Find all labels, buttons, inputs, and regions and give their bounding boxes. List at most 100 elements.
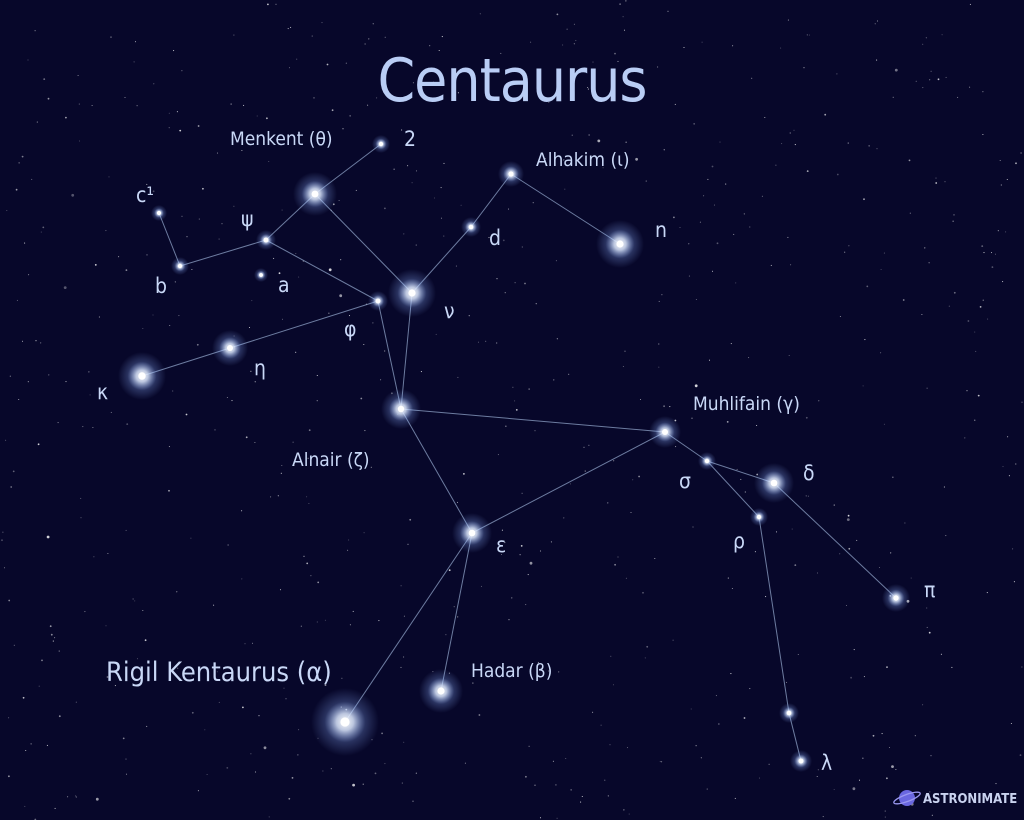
background-star	[808, 34, 810, 36]
background-star	[363, 532, 365, 534]
background-star	[945, 535, 947, 537]
background-star	[583, 446, 585, 448]
background-star	[600, 724, 602, 726]
background-star	[93, 556, 95, 558]
background-star	[477, 341, 480, 343]
background-star	[935, 177, 937, 179]
background-star	[644, 657, 646, 659]
background-star	[768, 763, 770, 765]
background-star	[527, 574, 529, 576]
background-star	[581, 795, 583, 798]
background-star	[693, 123, 695, 125]
background-star	[874, 23, 876, 25]
background-star	[711, 270, 714, 272]
background-star	[995, 783, 997, 785]
background-star	[27, 381, 29, 383]
background-star	[548, 670, 550, 672]
background-star	[521, 246, 523, 248]
background-star	[862, 757, 864, 759]
background-star	[805, 416, 808, 419]
background-star	[880, 352, 882, 354]
background-star	[324, 619, 326, 621]
background-star	[191, 711, 194, 714]
background-star	[886, 777, 888, 780]
background-star	[233, 34, 235, 36]
background-star	[21, 340, 24, 342]
background-star	[479, 13, 481, 15]
background-star	[507, 208, 510, 210]
background-star	[283, 687, 285, 689]
background-star	[58, 715, 61, 718]
background-star	[672, 639, 674, 641]
background-star	[730, 343, 732, 345]
background-star	[316, 374, 318, 377]
background-star	[658, 343, 660, 345]
background-star	[227, 544, 229, 546]
background-star	[535, 303, 537, 305]
background-star	[675, 446, 677, 448]
background-star	[80, 517, 82, 519]
background-star	[991, 266, 994, 268]
line-phi-eta	[229, 300, 379, 349]
line-zeta-gamma	[400, 408, 666, 433]
background-star	[844, 251, 846, 253]
background-star	[935, 182, 938, 184]
background-star	[218, 701, 220, 703]
background-star	[5, 439, 7, 441]
background-star	[622, 365, 624, 368]
background-star	[448, 569, 451, 572]
background-star	[298, 276, 300, 278]
background-star	[515, 409, 518, 411]
background-star	[740, 478, 742, 480]
background-star	[352, 783, 355, 787]
background-star	[197, 125, 200, 127]
background-star	[300, 625, 302, 627]
background-star	[588, 444, 590, 446]
background-star	[340, 259, 342, 261]
background-star	[817, 769, 819, 771]
background-star	[306, 496, 308, 498]
line-rho-lambda-mid	[758, 516, 790, 714]
background-star	[438, 49, 440, 52]
background-star	[884, 816, 886, 818]
line-zeta-epsilon	[400, 408, 473, 534]
background-star	[198, 218, 200, 220]
background-star	[511, 597, 513, 599]
background-star	[915, 80, 917, 82]
background-star	[279, 589, 282, 591]
background-star	[688, 243, 690, 245]
background-star	[756, 424, 758, 427]
background-star	[297, 754, 299, 756]
background-star	[258, 715, 260, 717]
background-star	[67, 796, 69, 798]
background-star	[872, 734, 875, 737]
background-star	[868, 145, 870, 147]
background-star	[362, 783, 364, 785]
background-star	[694, 384, 698, 388]
background-star	[822, 816, 824, 818]
background-star	[263, 746, 267, 750]
background-star	[278, 272, 281, 275]
background-star	[646, 645, 649, 648]
background-star	[719, 141, 721, 143]
background-star	[706, 788, 708, 790]
background-star	[226, 767, 229, 769]
background-star	[110, 411, 112, 413]
background-star	[18, 162, 20, 164]
star-pi	[893, 595, 899, 601]
background-star	[287, 28, 289, 30]
background-star	[341, 677, 343, 679]
background-star	[250, 370, 252, 372]
background-star	[692, 526, 694, 528]
background-star	[42, 226, 45, 229]
background-star	[626, 747, 629, 749]
background-star	[639, 398, 642, 401]
background-star	[311, 35, 313, 37]
background-star	[775, 164, 777, 166]
label-b: b	[155, 274, 167, 298]
background-star	[440, 187, 442, 189]
label-gamma: Muhlifain (γ)	[693, 393, 800, 415]
background-star	[556, 817, 558, 819]
background-star	[18, 398, 20, 401]
background-star	[432, 81, 435, 83]
